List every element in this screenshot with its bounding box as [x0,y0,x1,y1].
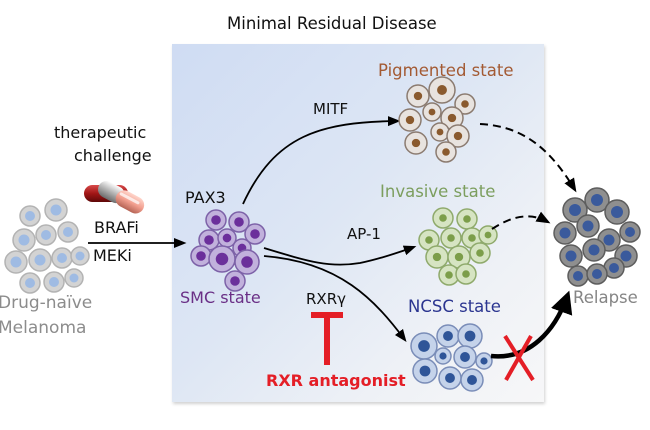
ncsc-state-label: NCSC state [408,297,501,316]
invasive-state-label: Invasive state [380,182,496,201]
cell-nucleus [463,215,471,223]
invasive-to-relapse-arrow [491,211,551,230]
meki-label: MEKi [93,246,132,265]
cell-nucleus [445,271,453,279]
pigmented-to-relapse-arrow [479,123,577,193]
cell-nucleus [10,256,22,268]
cell-nucleus [411,138,421,148]
drug-naive-cells-icon [4,198,90,294]
cell-nucleus [75,251,85,261]
cell-nucleus [69,273,79,283]
ap1-label: AP-1 [347,225,381,243]
smc-cells-icon [190,209,266,292]
cell-nucleus [437,85,447,95]
ncsc-cells-icon [410,323,493,392]
cell-nucleus [462,270,470,278]
cell-nucleus [419,365,431,377]
cell-nucleus [592,269,602,279]
drug-naive-label: Drug-naïve [0,293,93,313]
cell-nucleus [432,252,442,262]
relapse-cells-icon [553,187,641,287]
cell-nucleus [234,217,244,227]
inhibition-t-icon [311,312,343,365]
cell-nucleus [49,277,59,287]
cell-nucleus [25,211,35,221]
cell-nucleus [204,235,214,245]
cell-nucleus [439,214,447,222]
ap1-arrow [263,245,417,266]
cell-nucleus [565,250,577,262]
cell-nucleus [447,113,457,123]
rxrg-label: RXRγ [306,290,346,308]
cell-nucleus [603,234,615,246]
cell-nucleus [41,230,51,240]
cell-nucleus [413,91,423,101]
cell-nucleus [609,263,619,273]
cell-nucleus [436,128,444,136]
cell-nucleus [625,227,635,237]
pigmented-cells-icon [398,76,476,163]
cell-nucleus [442,148,450,156]
smc-state-label: SMC state [180,288,261,307]
panel-title: Minimal Residual Disease [227,14,437,33]
cell-nucleus [405,115,415,125]
mitf-label: MITF [313,100,349,118]
cell-nucleus [573,271,583,281]
cell-nucleus [559,227,571,239]
cell-nucleus [445,373,455,383]
rxrg-arrow [263,255,407,343]
cell-nucleus [439,352,447,360]
mitf-arrow [242,116,401,205]
rxr-antagonist-label: RXR antagonist [266,371,406,390]
cell-nucleus [467,375,477,385]
cell-nucleus [464,330,476,342]
invasive-cells-icon [418,207,498,286]
cell-nucleus [591,194,603,206]
cell-nucleus [611,206,623,218]
pill-capsule-icon [84,180,145,214]
cell-nucleus [476,249,484,257]
cell-nucleus [484,231,492,239]
cell-nucleus [63,227,73,237]
cell-nucleus [620,250,632,262]
cell-nucleus [480,357,488,365]
cell-nucleus [443,331,453,341]
cell-nucleus [222,233,232,243]
pax3-label: PAX3 [185,188,226,207]
cell-nucleus [453,131,463,141]
ncsc-to-relapse-arrow [490,290,573,359]
therapeutic-label: therapeutic [54,123,147,142]
cell-nucleus [18,234,30,246]
cell-nucleus [461,100,469,108]
cell-nucleus [425,236,433,244]
cell-nucleus [241,256,253,268]
cell-nucleus [57,253,67,263]
cell-nucleus [582,220,594,232]
cell-nucleus [418,340,430,352]
cell-nucleus [215,252,229,266]
pigmented-state-label: Pigmented state [378,61,514,80]
cell-nucleus [211,215,221,225]
cell-nucleus [460,352,470,362]
cell-nucleus [50,204,62,216]
cell-nucleus [196,251,206,261]
cell-nucleus [569,204,581,216]
cell-nucleus [447,234,455,242]
relapse-label: Relapse [573,288,638,307]
cell-nucleus [34,254,46,266]
cell-nucleus [588,244,600,256]
challenge-label: challenge [74,146,152,165]
brafi-label: BRAFi [94,218,139,237]
blocked-x-icon [503,334,535,382]
cell-nucleus [250,229,260,239]
cell-nucleus [468,234,476,242]
cell-nucleus [428,108,436,116]
cell-nucleus [25,278,35,288]
cell-nucleus [454,252,464,262]
cell-nucleus [230,276,240,286]
melanoma-label: Melanoma [0,318,87,338]
